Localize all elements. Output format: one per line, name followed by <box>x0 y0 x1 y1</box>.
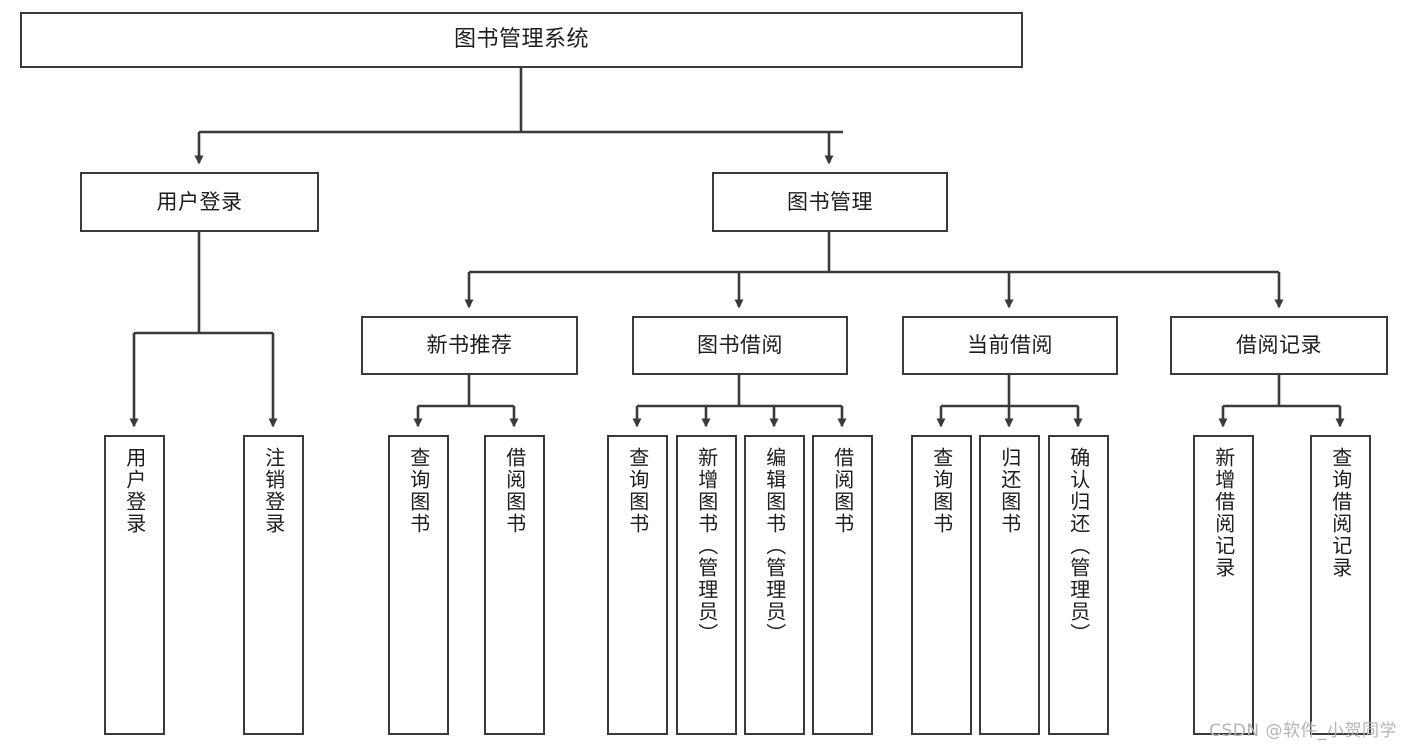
node-root-book-management-system[interactable]: 图书管理系统 <box>20 12 1023 68</box>
node-label: 图书管理系统 <box>453 27 589 53</box>
leaf-query-book-new-book-rec[interactable]: 查询图书 <box>388 435 449 735</box>
node-label: 新书推荐 <box>426 333 513 358</box>
node-new-book-recommendation[interactable]: 新书推荐 <box>361 316 578 375</box>
node-label: 查询图书 <box>929 447 954 535</box>
leaf-borrow-book-book-borrow[interactable]: 借阅图书 <box>812 435 873 735</box>
leaf-logout[interactable]: 注销登录 <box>243 435 304 735</box>
node-label: 确认归还（管理员） <box>1066 447 1091 645</box>
node-label: 用户登录 <box>122 447 147 535</box>
leaf-edit-book-admin[interactable]: 编辑图书（管理员） <box>744 435 805 735</box>
leaf-query-book-current-borrow[interactable]: 查询图书 <box>911 435 972 735</box>
node-label: 借阅记录 <box>1236 333 1322 358</box>
node-label: 查询图书 <box>625 447 650 535</box>
leaf-user-login[interactable]: 用户登录 <box>104 435 165 735</box>
node-label: 编辑图书（管理员） <box>762 447 787 645</box>
watermark-text: CSDN @软件_小贺同学 <box>1209 721 1397 741</box>
leaf-borrow-book-new-book-rec[interactable]: 借阅图书 <box>484 435 545 735</box>
node-label: 查询图书 <box>406 447 431 535</box>
node-book-borrow[interactable]: 图书借阅 <box>632 316 848 375</box>
leaf-query-borrow-record[interactable]: 查询借阅记录 <box>1310 435 1371 735</box>
node-label: 归还图书 <box>997 447 1022 535</box>
node-label: 当前借阅 <box>967 333 1053 358</box>
node-label: 图书借阅 <box>697 333 783 358</box>
node-label: 借阅图书 <box>830 447 855 535</box>
leaf-add-borrow-record[interactable]: 新增借阅记录 <box>1193 435 1254 735</box>
node-label: 查询借阅记录 <box>1328 447 1353 579</box>
node-label: 新增图书（管理员） <box>694 447 719 645</box>
node-label: 用户登录 <box>156 189 243 214</box>
node-current-borrow[interactable]: 当前借阅 <box>902 316 1118 375</box>
node-label: 图书管理 <box>787 189 873 214</box>
node-label: 新增借阅记录 <box>1211 447 1236 579</box>
leaf-add-book-admin[interactable]: 新增图书（管理员） <box>676 435 737 735</box>
node-borrow-record[interactable]: 借阅记录 <box>1170 316 1388 375</box>
leaf-confirm-return-admin[interactable]: 确认归还（管理员） <box>1048 435 1109 735</box>
node-user-login[interactable]: 用户登录 <box>80 172 319 232</box>
node-label: 借阅图书 <box>502 447 527 535</box>
node-label: 注销登录 <box>261 447 286 535</box>
node-book-management[interactable]: 图书管理 <box>712 172 948 232</box>
leaf-return-book[interactable]: 归还图书 <box>979 435 1040 735</box>
leaf-query-book-book-borrow[interactable]: 查询图书 <box>607 435 668 735</box>
